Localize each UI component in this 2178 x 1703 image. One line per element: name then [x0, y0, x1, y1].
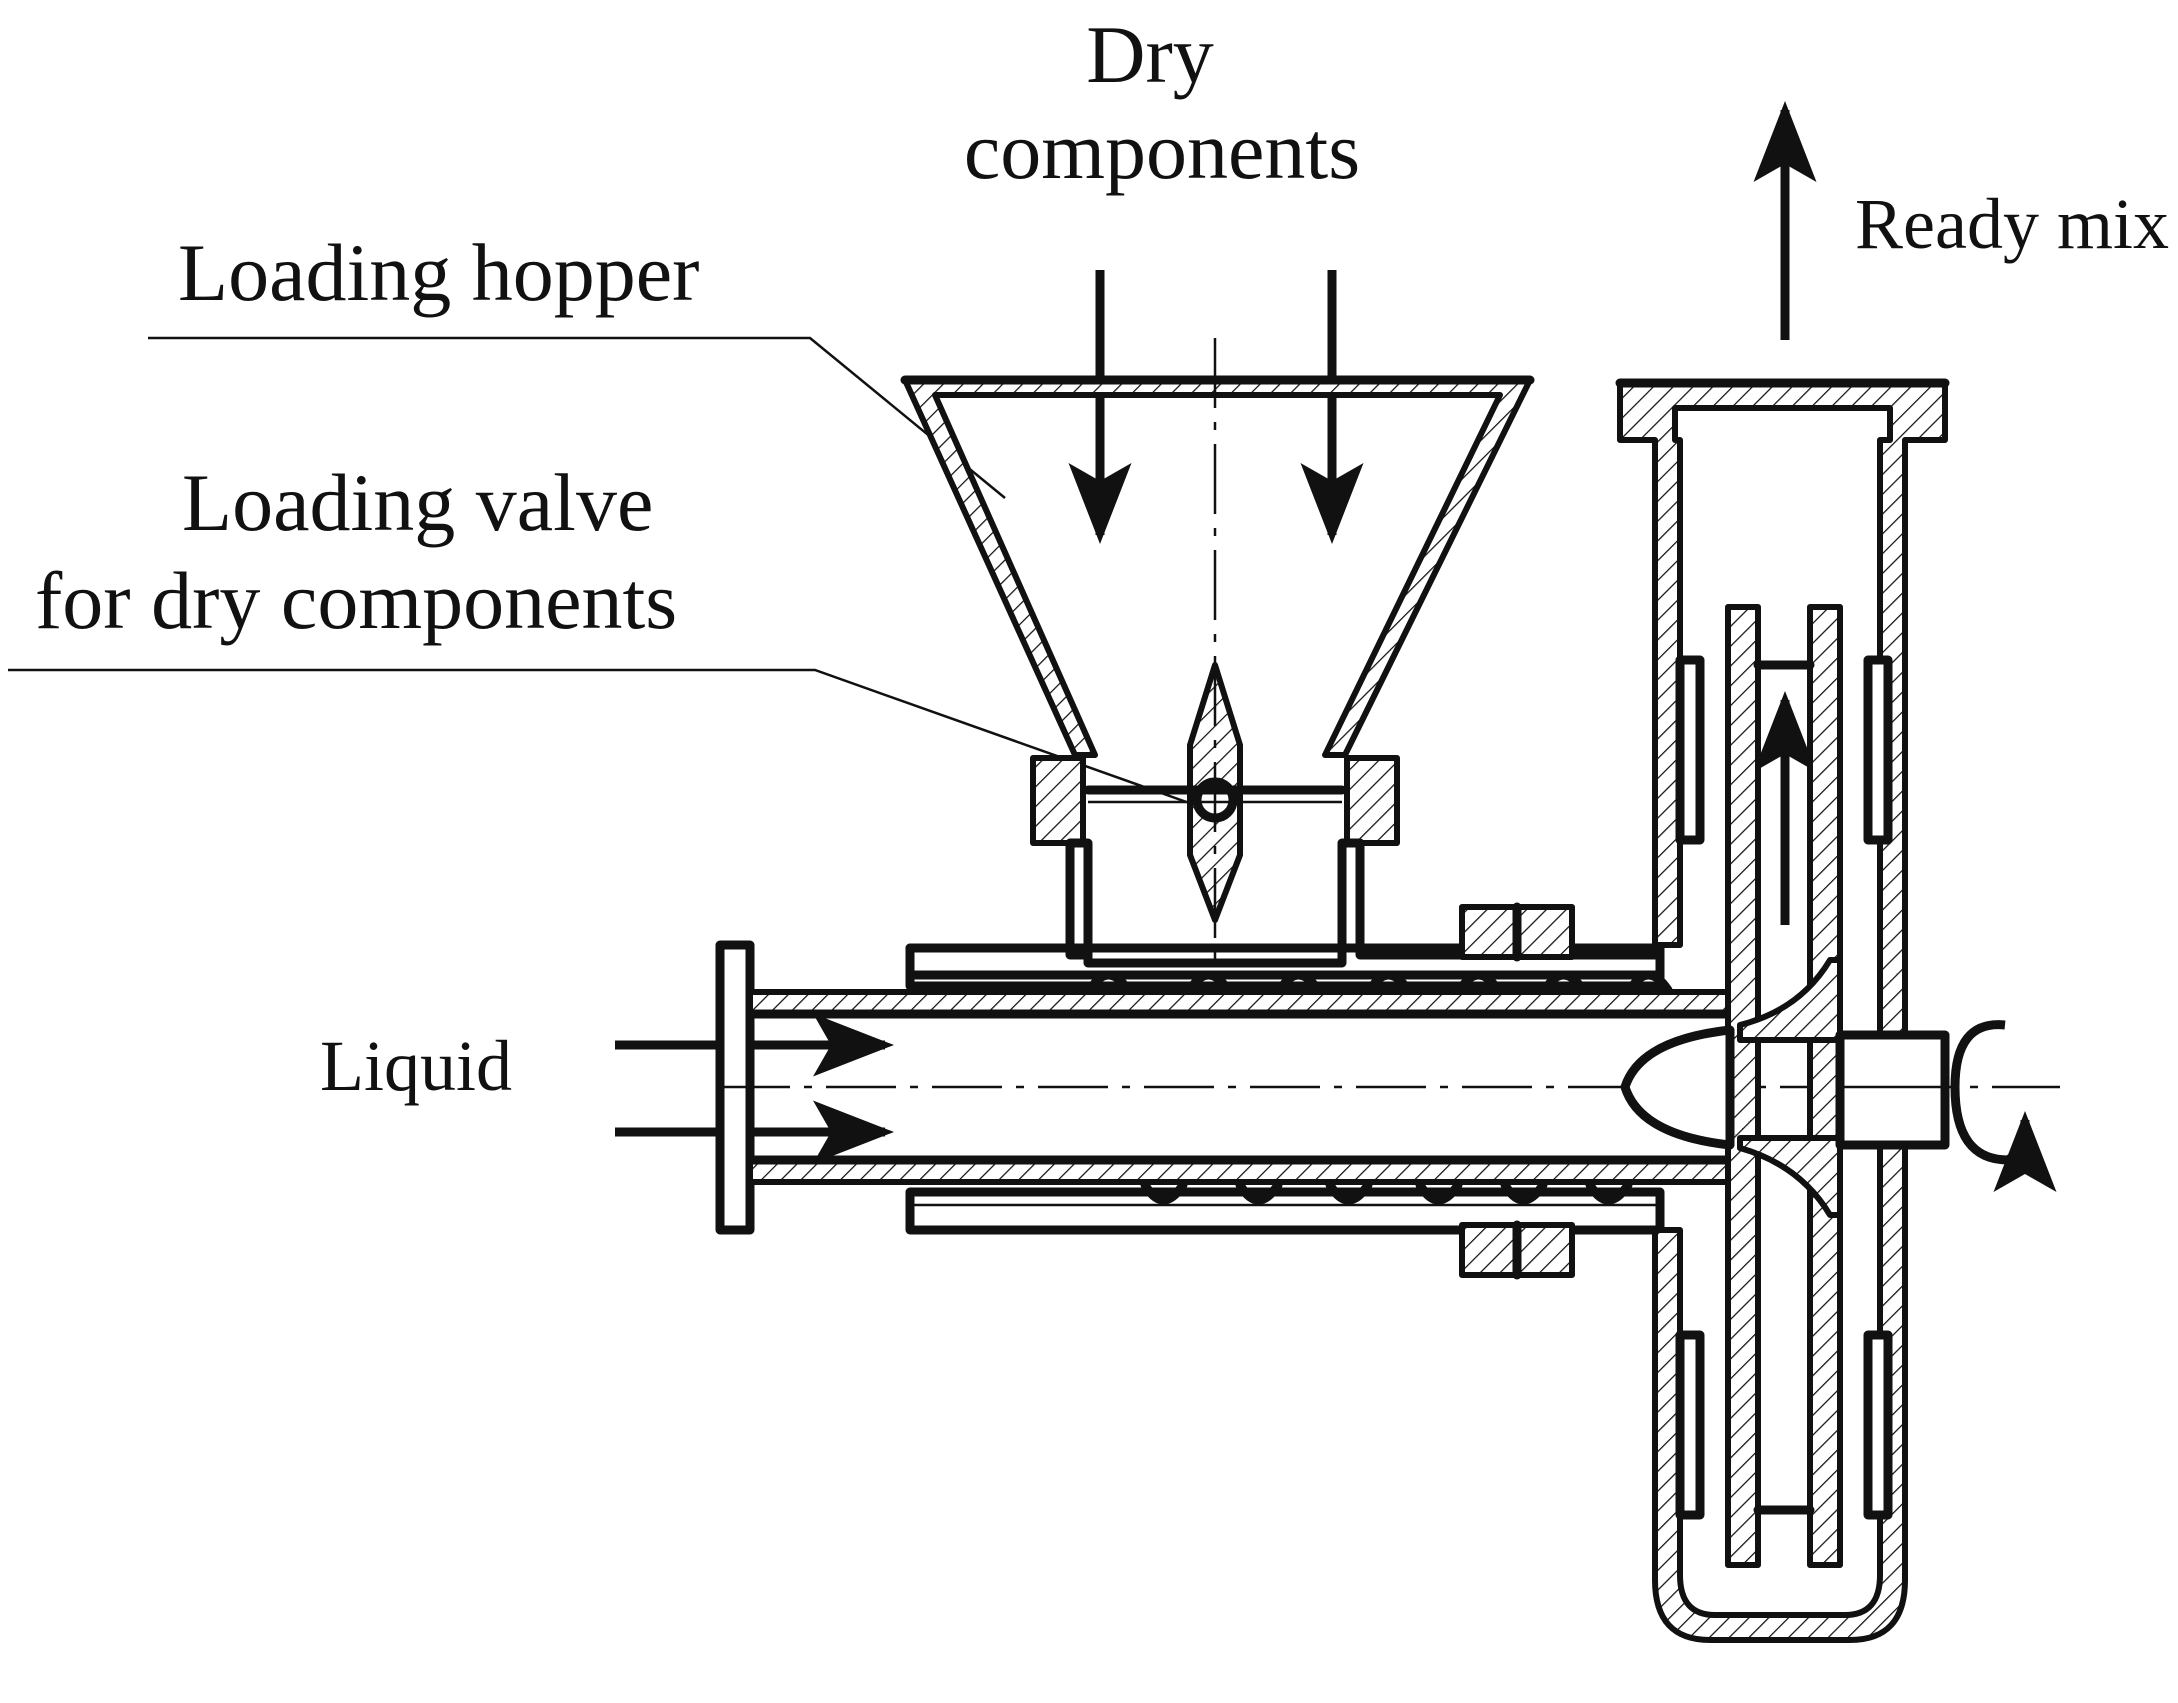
loading-hopper-label: Loading hopper: [178, 227, 699, 318]
hopper-neck: [1030, 755, 1400, 960]
loading-valve-label-line1: Loading valve: [182, 457, 653, 548]
rotor-hub: [1620, 957, 1843, 1218]
barrel-housing: [905, 943, 1665, 1235]
dry-components-label-line1: Dry: [1086, 9, 1214, 100]
bearing-blocks: [1459, 902, 1575, 1280]
screw-flights: [1085, 970, 1673, 1205]
liquid-label: Liquid: [320, 1026, 512, 1106]
drive-shaft: [1835, 1030, 1950, 1150]
loading-valve-label-line2: for dry components: [35, 555, 677, 646]
mixing-chamber: [1615, 378, 1950, 1643]
ready-mix-label: Ready mix: [1855, 184, 2169, 264]
dry-components-arrows: [1068, 270, 1364, 544]
rotation-arrow: [1950, 1020, 2057, 1193]
valve-leader-line: [8, 668, 1196, 807]
dry-components-label-line2: components: [964, 105, 1360, 196]
